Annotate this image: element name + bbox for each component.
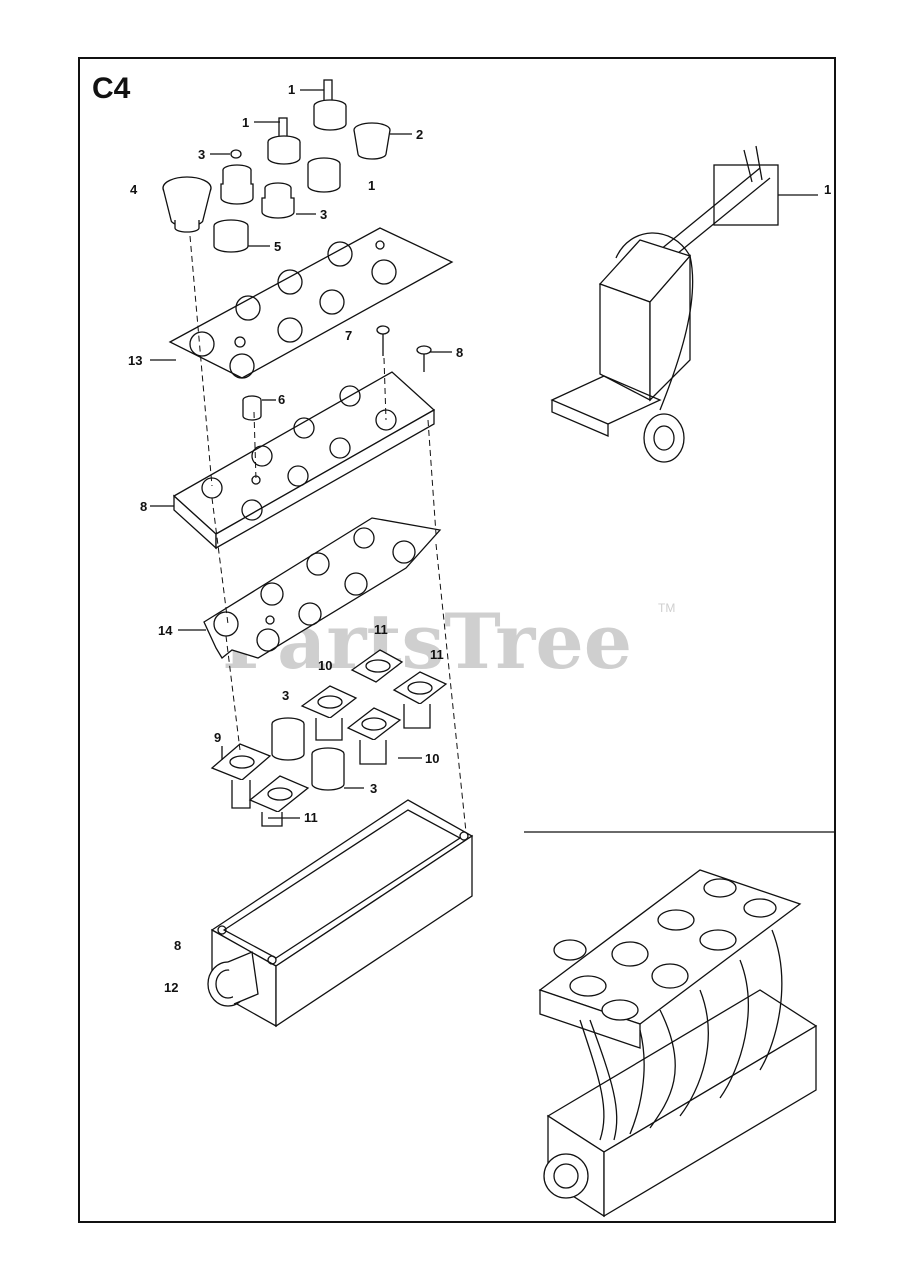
- diagram-frame: [78, 57, 836, 1223]
- callout-1: 1: [242, 115, 249, 130]
- enclosure-box: [207, 799, 474, 1028]
- trademark-text: TM: [658, 601, 675, 615]
- callout-9: 9: [214, 730, 221, 745]
- callout-1: 1: [288, 82, 295, 97]
- callout-13: 13: [128, 353, 142, 368]
- callout-8: 8: [140, 499, 147, 514]
- contact-blocks: [210, 649, 448, 827]
- callout-3: 3: [370, 781, 377, 796]
- callout-11: 11: [430, 647, 444, 662]
- assembly-lines: [189, 235, 467, 833]
- machine-overview-illustration: [550, 145, 818, 463]
- callout-1: 1: [824, 182, 831, 197]
- callout-10: 10: [425, 751, 439, 766]
- callout-1: 1: [368, 178, 375, 193]
- push-button-parts: [162, 79, 432, 421]
- callout-3: 3: [198, 147, 205, 162]
- callout-8: 8: [174, 938, 181, 953]
- section-label: C4: [92, 72, 131, 105]
- callout-3: 3: [282, 688, 289, 703]
- callout-5: 5: [274, 239, 281, 254]
- label-plate: [168, 227, 454, 379]
- callout-11: 11: [374, 622, 388, 637]
- callout-14: 14: [158, 623, 173, 638]
- callout-11: 11: [304, 810, 318, 825]
- leader-lines: [150, 89, 452, 819]
- gasket: [203, 517, 442, 659]
- callout-2: 2: [416, 127, 423, 142]
- callout-4: 4: [130, 182, 138, 197]
- assembled-view-illustration: [538, 869, 818, 1218]
- callout-8: 8: [456, 345, 463, 360]
- callout-labels: 1 1 2 3 1 4 3 5 7 8 13 6 8 14 11 10 11 3…: [128, 82, 831, 995]
- callout-12: 12: [164, 980, 178, 995]
- callout-10: 10: [318, 658, 332, 673]
- callout-6: 6: [278, 392, 285, 407]
- callout-7: 7: [345, 328, 352, 343]
- callout-3: 3: [320, 207, 327, 222]
